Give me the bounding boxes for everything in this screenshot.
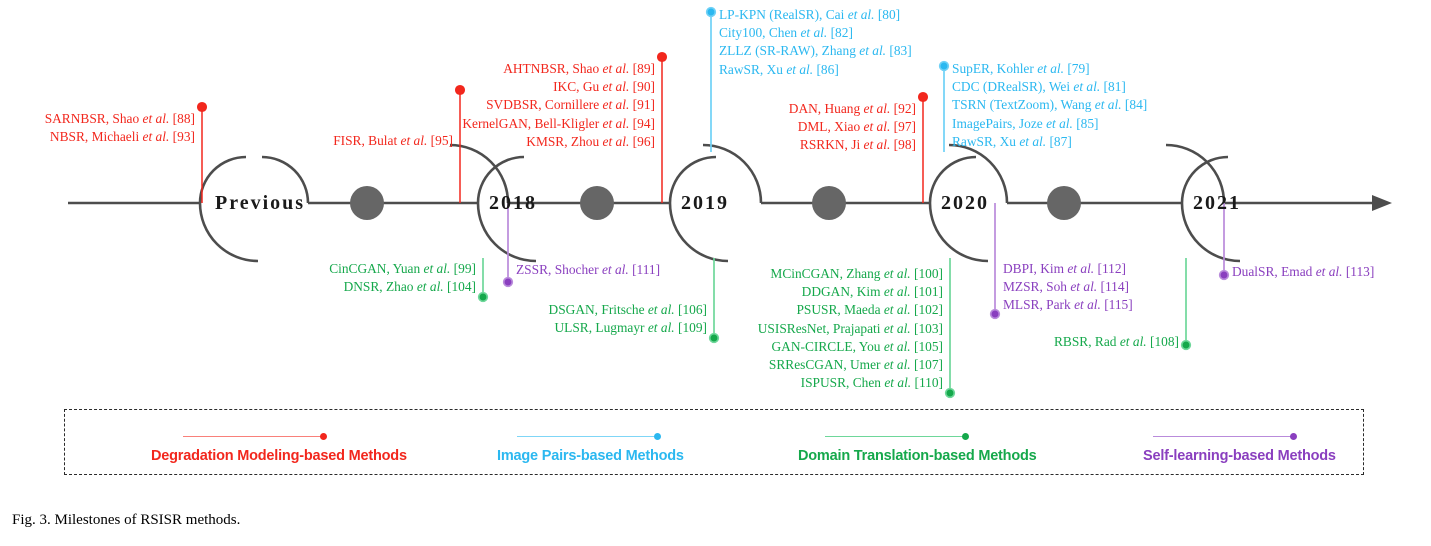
label-group-top-2019-red: AHTNBSR, Shao et al. [89] IKC, Gu et al. … [462,60,655,151]
milestone-entry: IKC, Gu et al. [90] [553,79,655,95]
label-group-top-2019-blue: LP-KPN (RealSR), Cai et al. [80] City100,… [719,6,912,79]
milestone-entry: MLSR, Park et al. [115] [1003,297,1133,313]
axis-year-2020: 2020 [941,192,989,214]
legend-label-self-learning: Self-learning-based Methods [1143,448,1336,464]
milestone-entry: DBPI, Kim et al. [112] [1003,261,1126,276]
axis-year-2018: 2018 [489,192,537,214]
milestone-entry: DAN, Huang et al. [92] [788,101,916,116]
milestone-entry: AHTNBSR, Shao et al. [89] [503,61,655,76]
legend-dot-degradation [320,432,327,440]
milestone-entry: SRResCGAN, Umer et al. [107] [768,357,943,373]
axis-year-previous: Previous [215,192,306,214]
milestone-entry: SARNBSR, Shao et al. [88] [44,111,195,126]
label-group-top-2020-red: DAN, Huang et al. [92] DML, Xiao et al. [… [789,100,916,155]
legend: Degradation Modeling-based Methods Image… [64,409,1364,475]
legend-label-image-pairs: Image Pairs-based Methods [497,448,684,464]
legend-line-domain-translation [825,436,965,437]
milestone-entry: GAN-CIRCLE, You et al. [105] [771,338,944,354]
milestone-entry: ZLLZ (SR-RAW), Zhang et al. [83] [719,43,912,59]
label-group-bot-2018-green: CinCGAN, Yuan et al. [99] DNSR, Zhao et a… [329,260,476,296]
legend-line-self-learning [1153,436,1293,437]
label-group-bot-2019-purple: ZSSR, Shocher et al. [111] [516,261,660,279]
milestone-entry: ZSSR, Shocher et al. [111] [516,262,661,277]
label-group-top-2018-red: FISR, Bulat et al. [95] [333,132,453,150]
legend-dot-image-pairs [654,432,661,440]
label-group-top-previous-red: SARNBSR, Shao et al. [88] NBSR, Michaeli … [45,110,195,146]
milestone-entry: DualSR, Emad et al. [113] [1232,264,1375,279]
label-group-bot-2020-purple: DBPI, Kim et al. [112] MZSR, Soh et al. [… [1003,260,1133,315]
axis-year-2021: 2021 [1193,192,1241,214]
milestone-entry: RSRKN, Ji et al. [98] [799,137,916,153]
legend-line-image-pairs [517,436,657,437]
label-group-bot-2020-green: MCinCGAN, Zhang et al. [100] DDGAN, Kim e… [758,265,943,392]
label-group-bot-2021-purple: DualSR, Emad et al. [113] [1232,263,1374,281]
milestone-entry: DDGAN, Kim et al. [101] [801,284,943,300]
milestone-entry: CDC (DRealSR), Wei et al. [81] [952,79,1126,95]
milestone-entry: NBSR, Michaeli et al. [93] [49,129,195,145]
legend-label-domain-translation: Domain Translation-based Methods [798,448,1037,464]
milestone-entry: FISR, Bulat et al. [95] [333,133,453,148]
milestone-entry: MCinCGAN, Zhang et al. [100] [770,266,943,281]
milestone-entry: RawSR, Xu et al. [86] [719,61,839,77]
axis-year-2019: 2019 [681,192,729,214]
milestone-entry: KernelGAN, Bell-Kligler et al. [94] [462,115,655,131]
milestone-entry: PSUSR, Maeda et al. [102] [796,302,943,318]
milestone-entry: LP-KPN (RealSR), Cai et al. [80] [719,7,901,22]
milestone-entry: RBSR, Rad et al. [108] [1054,334,1179,349]
label-group-top-2021-blue: SupER, Kohler et al. [79] CDC (DRealSR), … [952,60,1147,151]
label-group-bot-2019-green: DSGAN, Fritsche et al. [106] ULSR, Lugmay… [549,301,707,337]
milestone-entry: RawSR, Xu et al. [87] [952,133,1072,149]
label-group-bot-2021-green: RBSR, Rad et al. [108] [1054,333,1179,351]
milestone-entry: CinCGAN, Yuan et al. [99] [329,261,476,276]
milestone-entry: DNSR, Zhao et al. [104] [343,279,476,295]
legend-line-degradation [183,436,323,437]
milestone-entry: TSRN (TextZoom), Wang et al. [84] [952,97,1148,113]
figure-caption: Fig. 3. Milestones of RSISR methods. [12,512,241,528]
milestone-entry: MZSR, Soh et al. [114] [1003,279,1129,295]
milestone-entry: ISPUSR, Chen et al. [110] [800,375,943,391]
legend-label-degradation: Degradation Modeling-based Methods [151,448,407,464]
milestone-entry: City100, Chen et al. [82] [719,25,853,41]
milestone-entry: SVDBSR, Cornillere et al. [91] [486,97,655,113]
milestone-entry: ULSR, Lugmayr et al. [109] [554,320,708,336]
milestone-entry: ImagePairs, Joze et al. [85] [952,115,1099,131]
milestone-entry: KMSR, Zhou et al. [96] [526,133,655,149]
legend-dot-domain-translation [962,432,969,440]
milestone-entry: USISResNet, Prajapati et al. [103] [757,320,943,336]
milestone-entry: DSGAN, Fritsche et al. [106] [548,302,707,317]
milestone-entry: SupER, Kohler et al. [79] [952,61,1090,76]
milestone-entry: DML, Xiao et al. [97] [797,119,916,135]
legend-dot-self-learning [1290,432,1297,440]
timeline-arrowhead [1372,195,1392,211]
